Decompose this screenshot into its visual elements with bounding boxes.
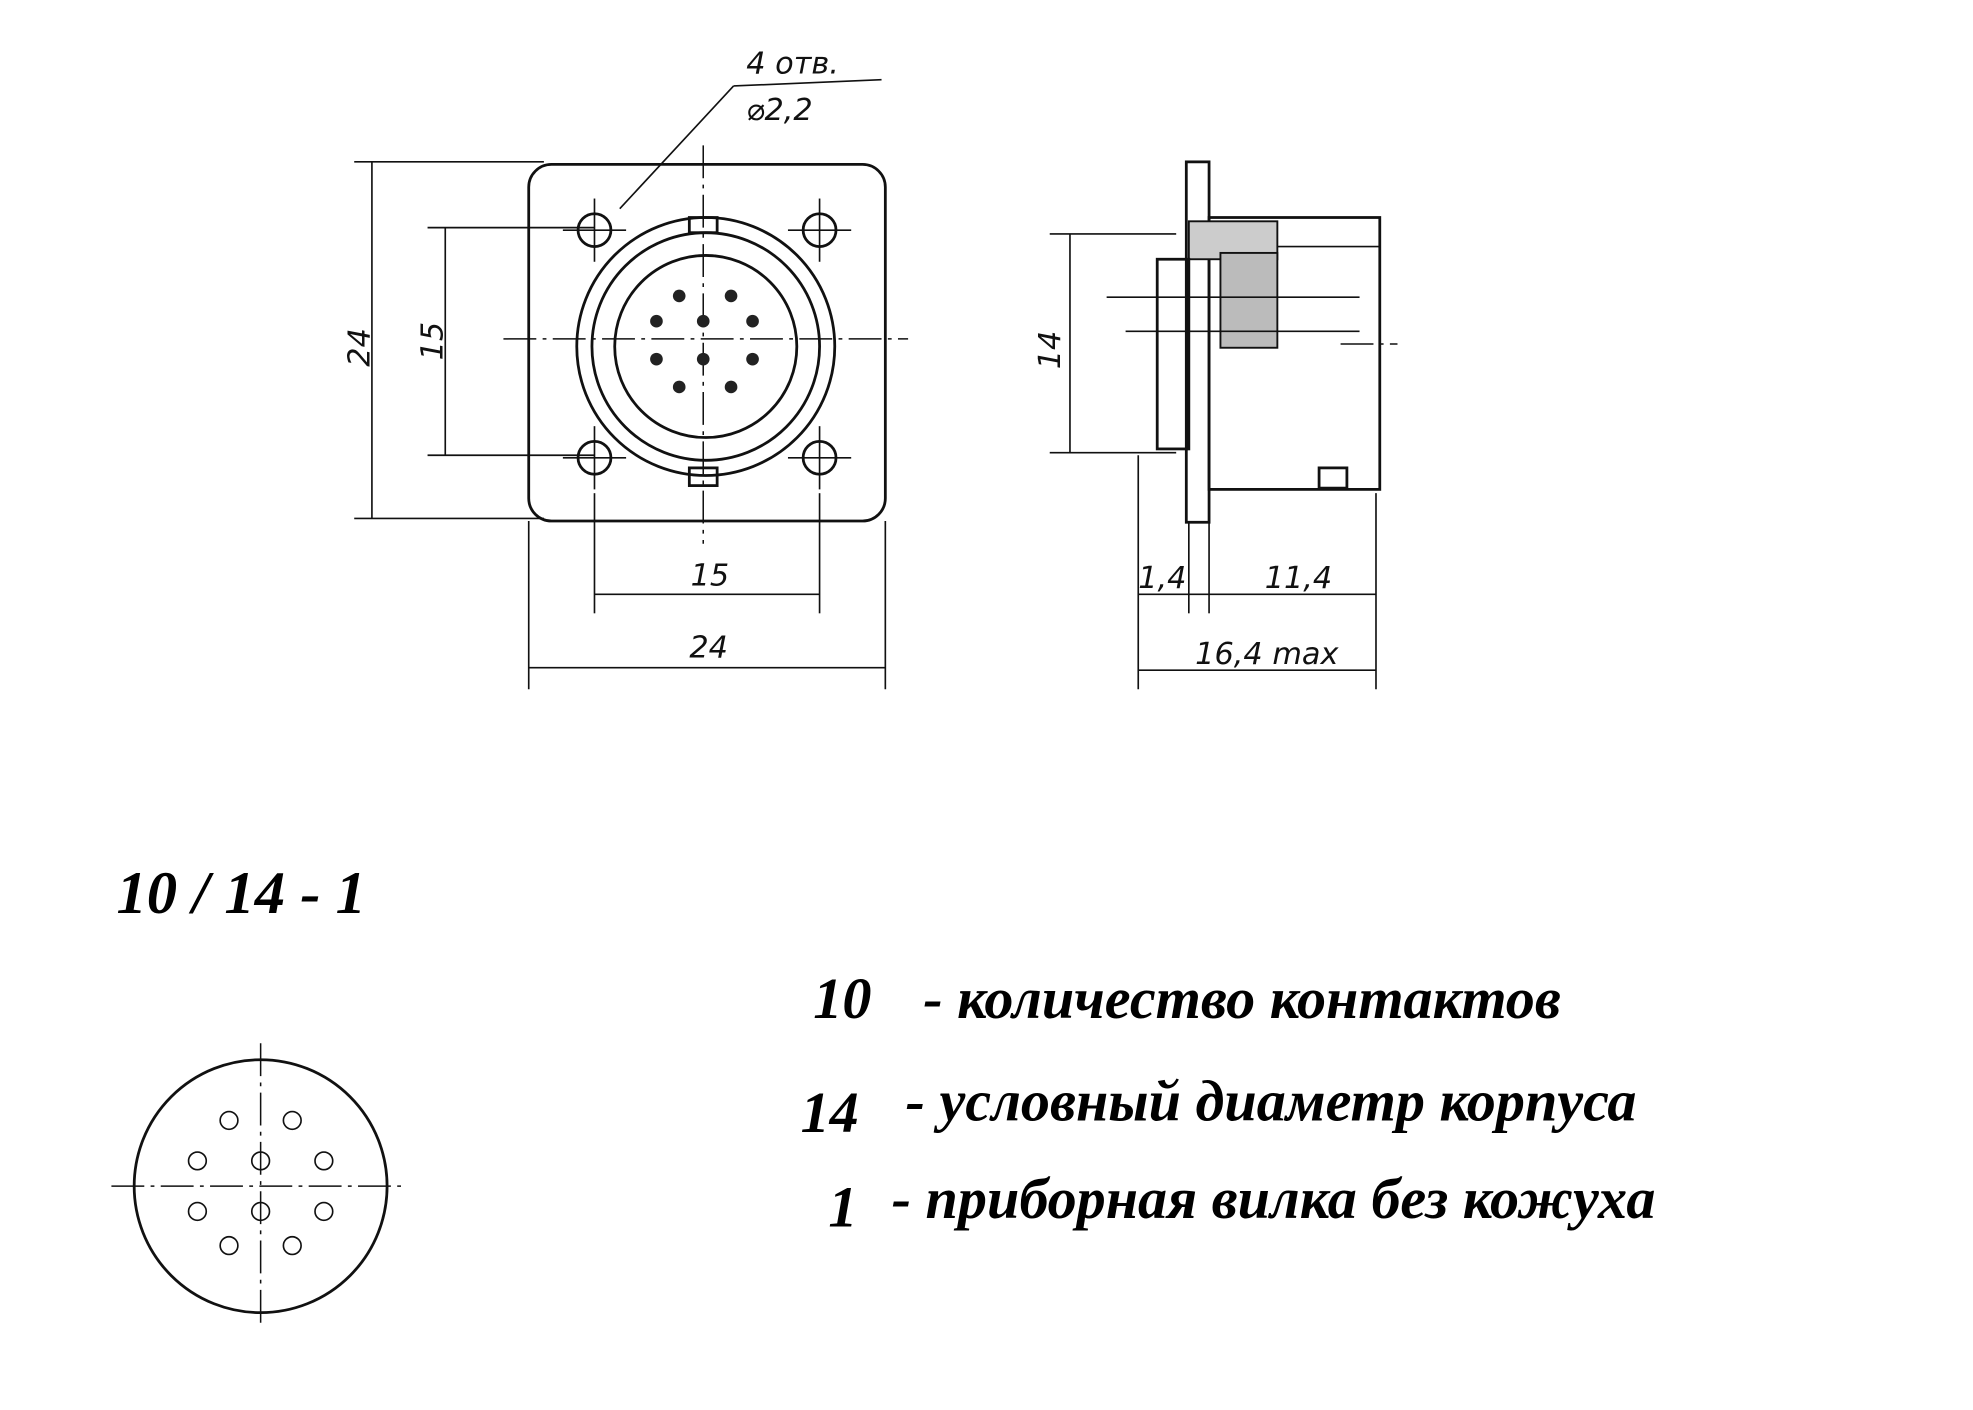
legend: 10 - количество контактов 14 - условный … — [801, 966, 1656, 1240]
legend-num: 1 — [828, 1175, 857, 1240]
dim-width: 24 — [689, 631, 728, 666]
front-view: 4 отв. ⌀2,2 24 15 15 24 — [342, 46, 909, 690]
holes-diameter-label: ⌀2,2 — [746, 93, 813, 128]
mounting-holes — [562, 198, 852, 490]
designation-code: 10 / 14 - 1 — [116, 860, 365, 927]
dim-height: 24 — [342, 328, 377, 367]
legend-text: - количество контактов — [923, 966, 1561, 1031]
legend-num: 14 — [801, 1080, 859, 1145]
dim-hole-spacing-h: 15 — [691, 558, 730, 593]
legend-num: 10 — [813, 966, 871, 1031]
contact-pins — [650, 289, 759, 394]
holes-count-label: 4 отв. — [746, 46, 839, 81]
pin-layout-diagram — [111, 1043, 408, 1328]
dim-total: 16,4 max — [1195, 637, 1339, 672]
dim-flange: 1,4 — [1138, 561, 1186, 596]
legend-text: - условный диаметр корпуса — [906, 1068, 1637, 1133]
dim-body: 11,4 — [1265, 561, 1333, 596]
dim-hole-spacing-v: 15 — [416, 322, 451, 361]
side-view: 14 1,4 11,4 16,4 max — [1033, 160, 1398, 690]
dim-side-height: 14 — [1033, 331, 1068, 370]
legend-text: - приборная вилка без кожуха — [892, 1166, 1656, 1231]
